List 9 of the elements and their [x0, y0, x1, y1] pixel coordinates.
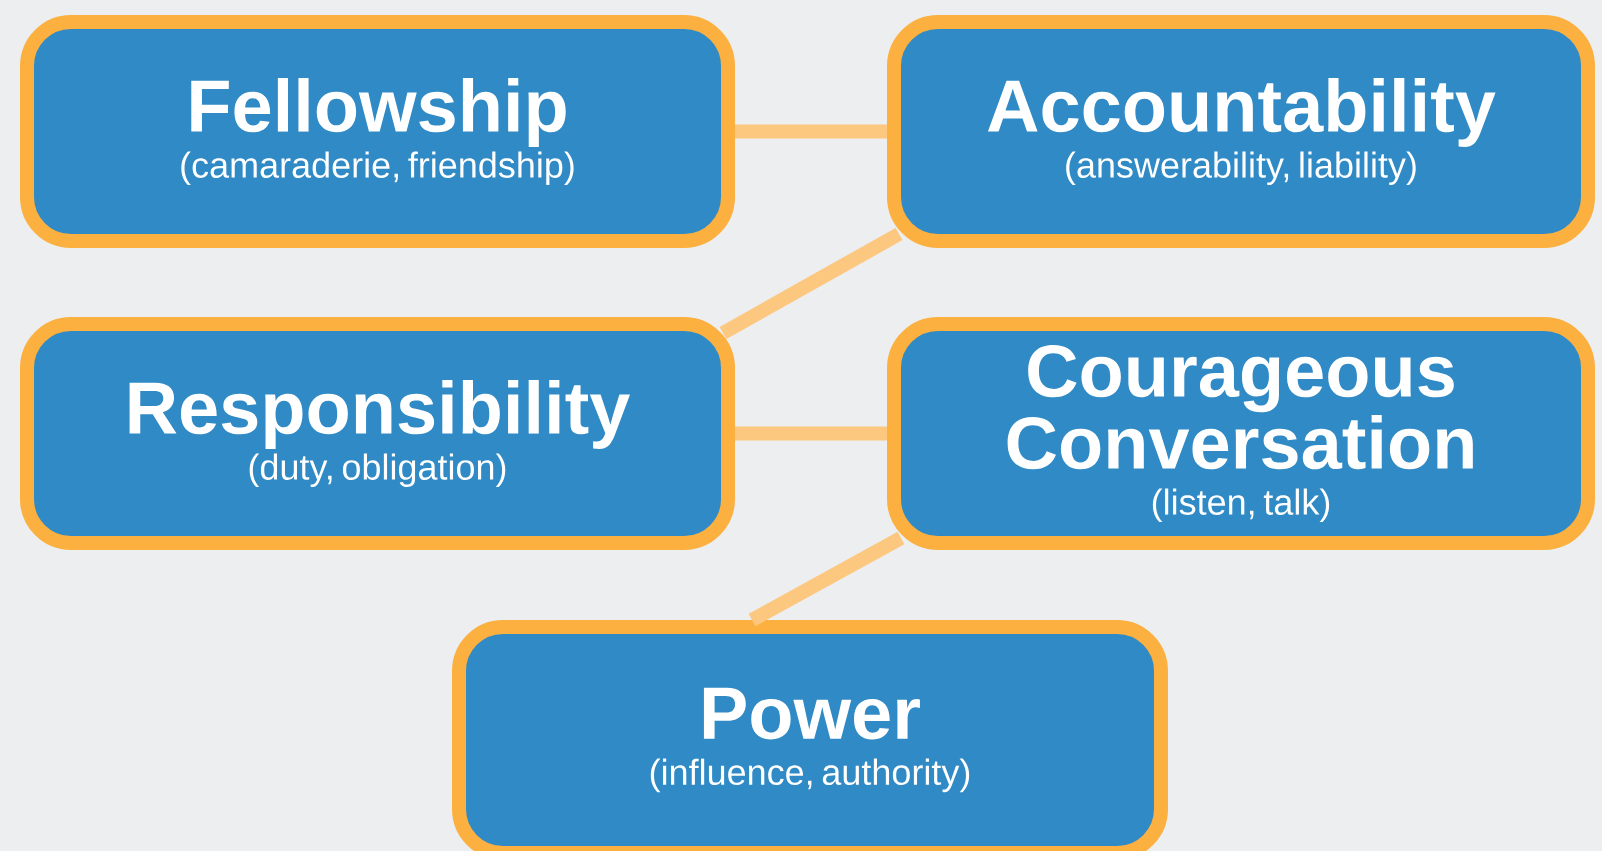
connector-line [735, 124, 887, 139]
process-box: Power (influence, authority) [452, 620, 1168, 851]
process-box: Courageous Conversation (listen, talk) [887, 317, 1595, 550]
connector-line [735, 426, 887, 441]
connector-line [748, 531, 905, 627]
process-box: Accountability (answerability, liability) [887, 15, 1595, 248]
process-box: Fellowship (camaraderie, friendship) [20, 15, 735, 248]
process-box: Responsibility (duty, obligation) [20, 317, 735, 550]
connector-line [719, 227, 903, 340]
